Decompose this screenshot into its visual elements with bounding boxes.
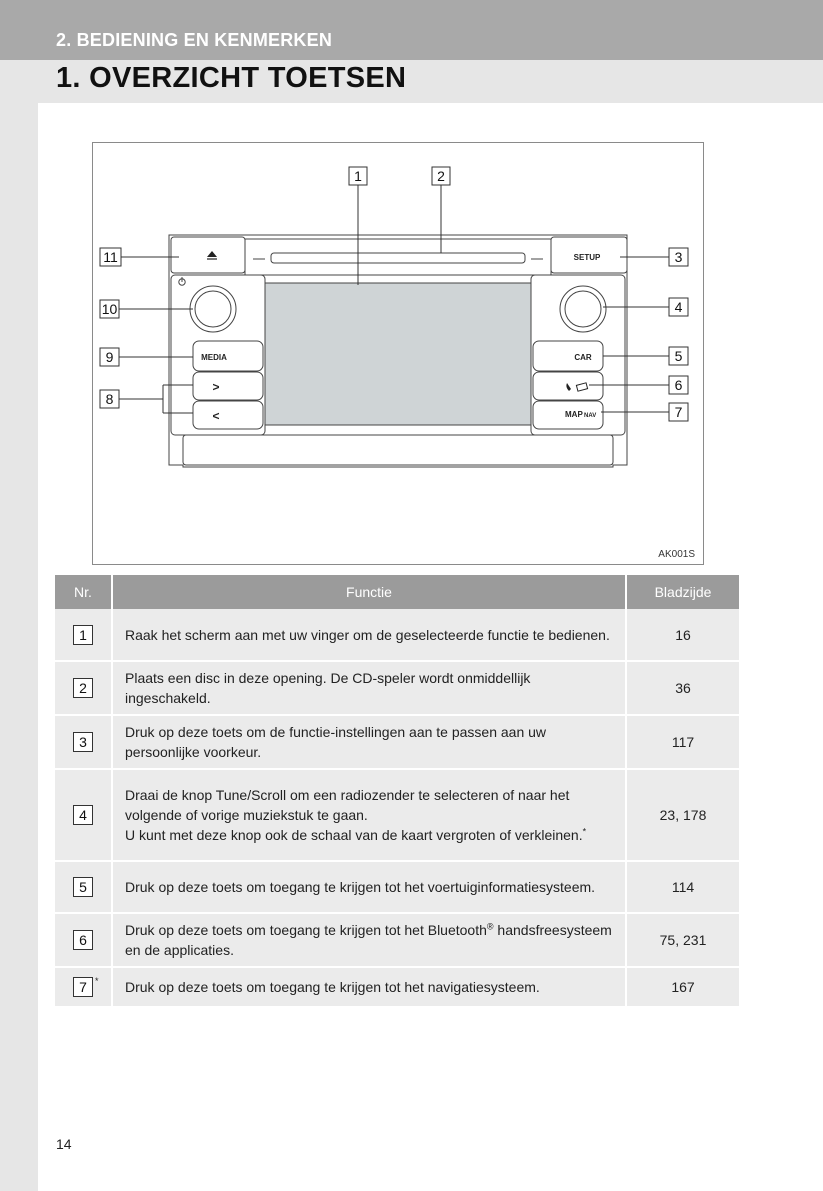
chapter-bar [0, 0, 823, 60]
row-page: 36 [626, 661, 739, 716]
touch-screen [264, 282, 532, 426]
function-table: Nr. Functie Bladzijde 1 Raak het scherm … [55, 575, 739, 1008]
callout-5: 5 [675, 348, 683, 364]
power-volume-knob [189, 285, 237, 333]
row-function: Druk op deze toets om toegang te krijgen… [112, 967, 627, 1008]
nav-label: NAV [584, 413, 596, 419]
car-button [532, 340, 604, 372]
media-button [192, 340, 264, 372]
map-label: MAP [565, 410, 583, 419]
callout-11: 11 [103, 249, 118, 265]
row-number: 6 [73, 930, 93, 950]
callout-1: 1 [354, 168, 362, 184]
callout-3: 3 [675, 249, 683, 265]
callout-4: 4 [675, 299, 683, 315]
row-function: Druk op deze toets om de functie-instell… [112, 715, 627, 770]
row-function-extra: U kunt met deze knop ook de schaal van d… [125, 827, 583, 843]
app-icon [575, 382, 589, 392]
row-function: Druk op deze toets om toegang te krijgen… [112, 861, 627, 914]
table-row: 4 Draai de knop Tune/Scroll om een radio… [55, 769, 739, 862]
unit-outline [168, 234, 628, 468]
bottom-bezel [182, 434, 614, 466]
callout-2: 2 [437, 168, 445, 184]
header-nr: Nr. [55, 575, 113, 609]
row-number: 2 [73, 678, 93, 698]
row-page: 75, 231 [626, 913, 739, 968]
row-page: 167 [626, 967, 739, 1008]
header-page: Bladzijde [626, 575, 739, 609]
registered-mark: ® [486, 921, 494, 932]
row-function: Druk op deze toets om toegang te krijgen… [125, 922, 487, 938]
row-number: 5 [73, 877, 93, 897]
row-number: 3 [73, 732, 93, 752]
table-row: 1 Raak het scherm aan met uw vinger om d… [55, 609, 739, 662]
next-button [192, 371, 264, 401]
section-title: 1. OVERZICHT TOETSEN [56, 62, 407, 94]
callout-8: 8 [106, 391, 114, 407]
row-number: 4 [73, 805, 93, 825]
row-page: 23, 178 [626, 769, 739, 862]
car-label: CAR [574, 353, 592, 362]
setup-label: SETUP [574, 253, 601, 262]
row-page: 117 [626, 715, 739, 770]
callout-10: 10 [102, 301, 118, 317]
eject-panel [170, 236, 246, 274]
eject-icon [207, 251, 217, 257]
disc-bezel [244, 238, 552, 276]
phone-button [532, 371, 604, 401]
row-number: 1 [73, 624, 93, 645]
phone-icon [566, 383, 571, 391]
radio-illustration: MEDIA > < SETUP CAR MAP NAV 1 2 3 [99, 166, 689, 468]
left-margin-band [0, 0, 38, 1191]
row-function-cont: handsfreesysteem en de applicaties. [125, 922, 612, 958]
footnote-mark: * [582, 826, 587, 837]
table-row: 5 Druk op deze toets om toegang te krijg… [55, 861, 739, 914]
table-row: 7* Druk op deze toets om toegang te krij… [55, 967, 739, 1008]
row-page: 114 [626, 861, 739, 914]
table-row: 6 Druk op deze toets om toegang te krijg… [55, 913, 739, 968]
callout-9: 9 [106, 349, 114, 365]
tune-scroll-knob [559, 285, 607, 333]
table-row: 3 Druk op deze toets om de functie-inste… [55, 715, 739, 770]
prev-label: < [212, 409, 219, 423]
page-number: 14 [56, 1136, 72, 1152]
table-row: 2 Plaats een disc in deze opening. De CD… [55, 661, 739, 716]
callout-6: 6 [675, 377, 683, 393]
disc-slot [270, 252, 526, 264]
row-function: Plaats een disc in deze opening. De CD-s… [112, 661, 627, 716]
figure-code: AK001S [658, 549, 695, 560]
row-number: 7 [73, 977, 93, 997]
radio-figure: MEDIA > < SETUP CAR MAP NAV 1 2 3 [92, 142, 704, 565]
media-label: MEDIA [201, 353, 227, 362]
footnote-mark: * [95, 976, 99, 986]
header-function: Functie [112, 575, 627, 609]
leader-8 [119, 384, 193, 414]
row-function: Draai de knop Tune/Scroll om een radioze… [125, 787, 570, 823]
row-function: Raak het scherm aan met uw vinger om de … [112, 609, 627, 662]
chapter-title: 2. BEDIENING EN KENMERKEN [56, 30, 333, 50]
row-page: 16 [626, 609, 739, 662]
prev-button [192, 400, 264, 430]
callout-7: 7 [675, 404, 683, 420]
map-nav-button [532, 400, 604, 430]
next-label: > [212, 380, 219, 394]
